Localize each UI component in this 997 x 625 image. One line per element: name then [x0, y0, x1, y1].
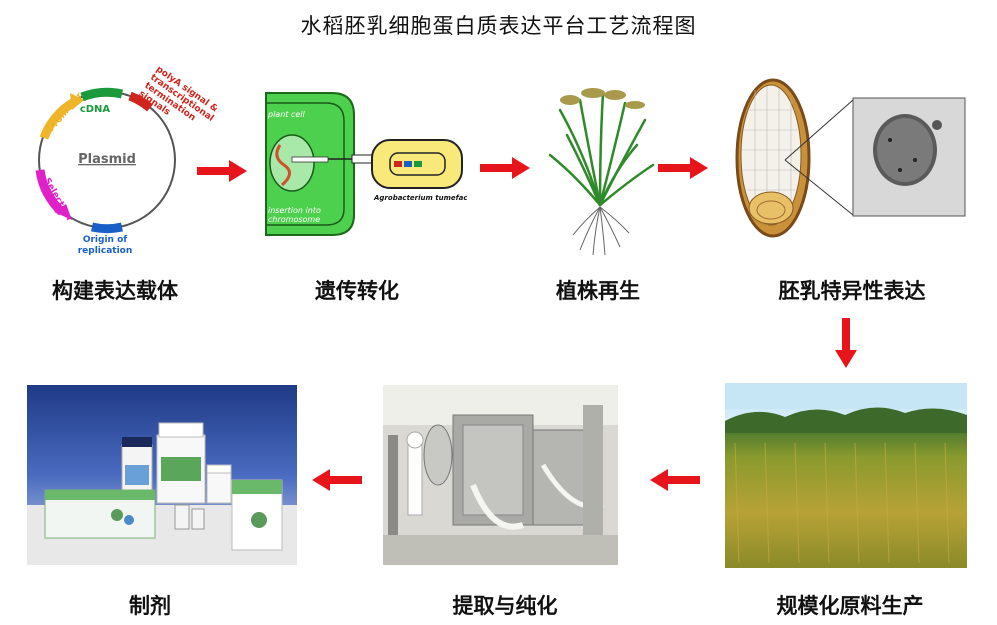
- cdna-label: cDNA: [80, 104, 111, 115]
- step-label-extraction-purification: 提取与纯化: [452, 594, 558, 618]
- plasmid-diagram: Plasmid cDNA Promoter Selection Origin o…: [22, 62, 217, 262]
- plasmid-label: Plasmid: [78, 152, 136, 167]
- purification-photo: [383, 385, 618, 565]
- rice-field-photo: [725, 383, 967, 568]
- arrow-left-1: [650, 469, 700, 491]
- arrow-right-1: [197, 160, 247, 182]
- step-label-endosperm-expression: 胚乳特异性表达: [778, 279, 926, 303]
- page-title: 水稻胚乳细胞蛋白质表达平台工艺流程图: [300, 14, 697, 38]
- step-label-transformation: 遗传转化: [315, 279, 399, 303]
- endosperm-illustration: [725, 70, 970, 250]
- agrobacterium-label: Agrobacterium tumefaciens: [373, 194, 467, 202]
- origin-label-2: replication: [78, 246, 133, 256]
- rice-plant-illustration: [545, 75, 655, 260]
- arrow-right-2: [480, 157, 530, 179]
- arrow-left-2: [312, 469, 362, 491]
- step-label-construct-vector: 构建表达载体: [52, 279, 178, 303]
- insertion-label-2: chromosome: [268, 215, 320, 224]
- insertion-label-1: insertion into: [268, 206, 321, 215]
- product-photo: [27, 385, 297, 565]
- arrow-down: [835, 318, 857, 368]
- arrow-right-3: [658, 157, 708, 179]
- transformation-diagram: plant cell insertion into chromosome Agr…: [262, 85, 467, 245]
- step-label-regeneration: 植株再生: [556, 279, 640, 303]
- step-label-formulation: 制剂: [129, 594, 171, 618]
- step-label-large-scale-production: 规模化原料生产: [776, 594, 924, 618]
- plant-cell-label: plant cell: [267, 110, 305, 119]
- origin-label-1: Origin of: [83, 235, 127, 245]
